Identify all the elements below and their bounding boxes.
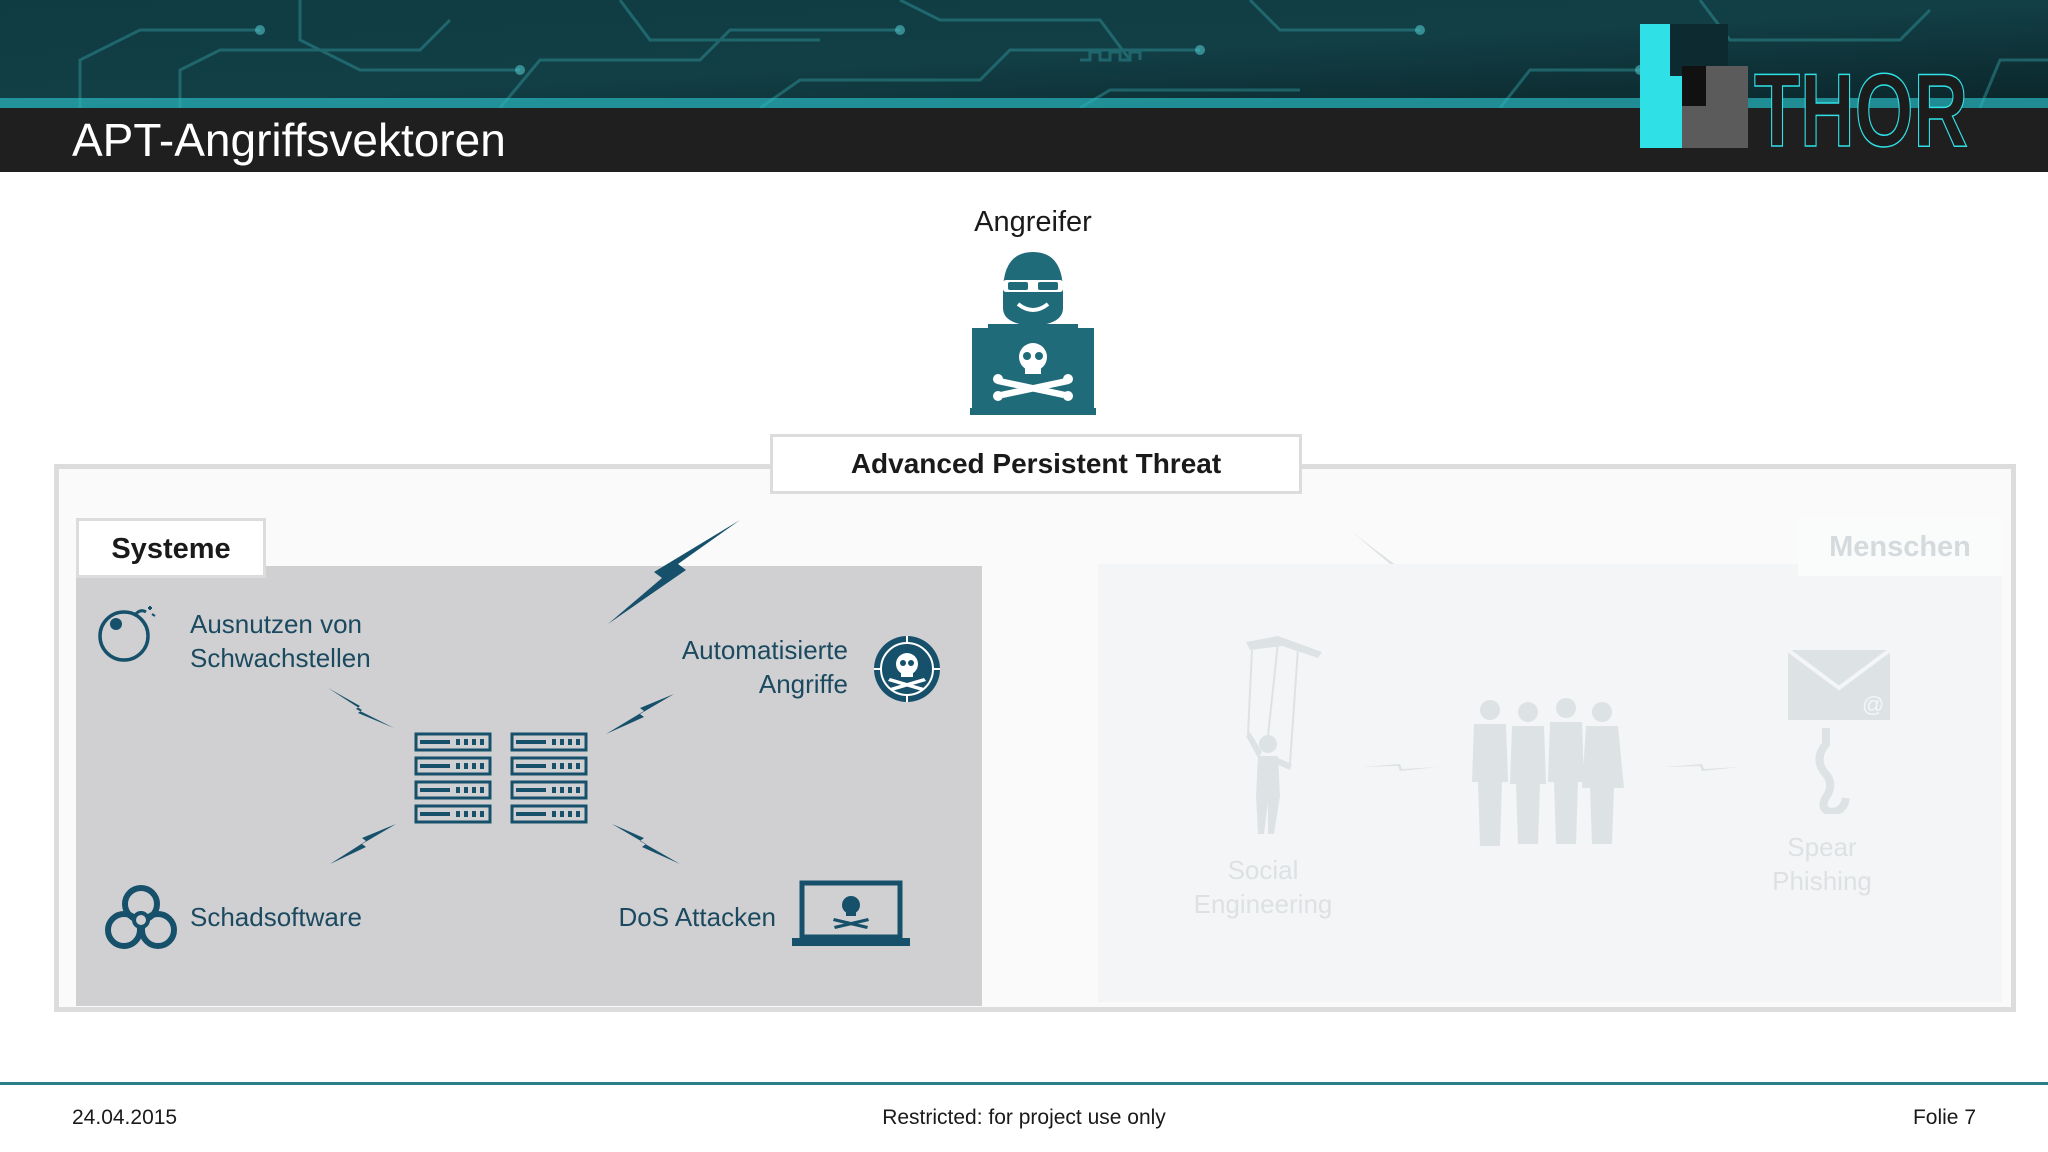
item-spear-phishing: Spear Phishing <box>1712 830 1932 898</box>
item-label-line: Phishing <box>1772 866 1872 896</box>
systems-tab: Systeme <box>76 518 266 578</box>
puppet-icon <box>1246 636 1322 834</box>
item-label-line: Schwachstellen <box>190 643 371 673</box>
lightning-bolt-icon <box>608 520 740 624</box>
item-label-line: Social <box>1227 855 1299 885</box>
email-hook-icon: @ <box>1786 648 1892 814</box>
small-bolt-icon <box>328 688 394 728</box>
people-group-icon <box>1472 698 1624 846</box>
small-bolt-icon <box>1664 764 1740 771</box>
item-social-engineering: Social Engineering <box>1150 853 1376 921</box>
footer-date: 24.04.2015 <box>72 1106 178 1129</box>
item-label-line: Ausnutzen von <box>190 609 363 639</box>
item-automated-attacks: Automatisierte Angriffe <box>640 633 848 701</box>
item-exploit-vulnerabilities: Ausnutzen von Schwachstellen <box>190 607 371 675</box>
item-label-line: Schadsoftware <box>190 902 362 932</box>
small-bolt-icon <box>1362 764 1438 771</box>
footer-page-number: Folie 7 <box>1912 1106 1976 1129</box>
item-label-line: Spear <box>1787 832 1857 862</box>
footer-note: Restricted: for project use only <box>882 1106 1166 1129</box>
logo-text: THOR <box>1754 53 1968 154</box>
item-label-line: DoS Attacken <box>618 902 776 932</box>
item-malware: Schadsoftware <box>190 900 362 934</box>
small-bolt-icon <box>612 824 680 864</box>
thor-logo: THOR <box>1640 24 1969 154</box>
apt-label: Advanced Persistent Threat <box>770 434 1302 494</box>
footer-divider <box>0 1082 2048 1085</box>
svg-text:@: @ <box>1862 692 1884 717</box>
server-rack-icon <box>414 732 588 824</box>
skull-target-icon <box>874 636 940 702</box>
systems-panel <box>76 566 982 1006</box>
small-bolt-icon <box>606 694 674 734</box>
small-bolt-icon <box>330 824 396 864</box>
hacker-skull-laptop-icon <box>970 252 1096 415</box>
attacker-label: Angreifer <box>974 206 1092 238</box>
skull-laptop-icon <box>792 880 910 946</box>
page-title: APT-Angriffsvektoren <box>72 114 506 166</box>
item-dos-attacks: DoS Attacken <box>600 900 776 934</box>
item-label-line: Automatisierte <box>681 635 848 665</box>
people-tab: Menschen <box>1798 518 2002 576</box>
bomb-icon <box>98 606 156 662</box>
biohazard-icon <box>105 885 177 949</box>
people-panel <box>1098 564 2002 1002</box>
item-label-line: Angriffe <box>758 669 848 699</box>
item-label-line: Engineering <box>1193 889 1333 919</box>
